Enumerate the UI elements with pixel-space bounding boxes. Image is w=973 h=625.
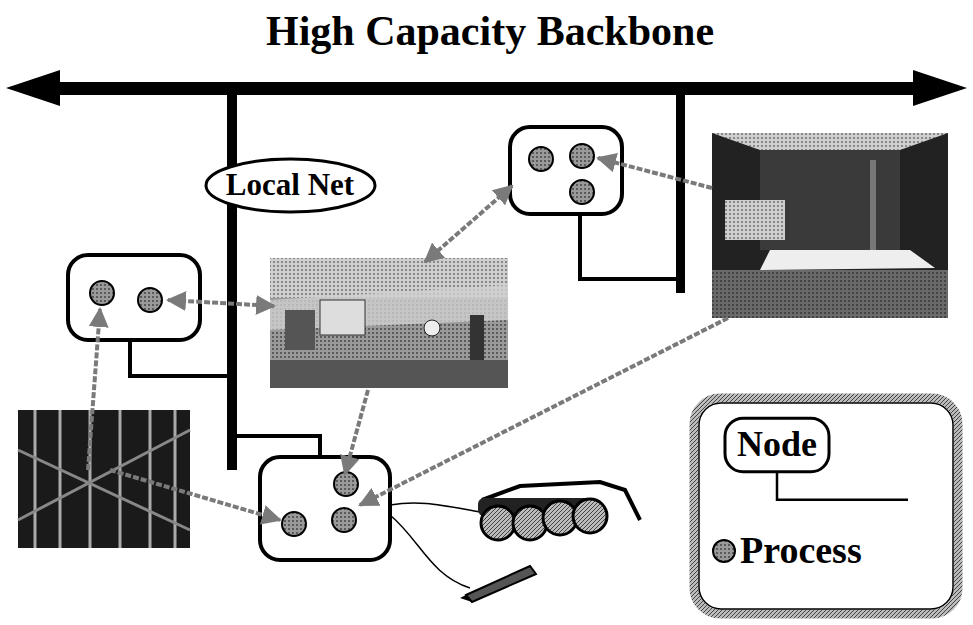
local-net-bus [676,88,685,293]
node-box [510,127,622,214]
device-wire [390,503,480,588]
flow-arrow [88,158,728,520]
legend-text: Node [737,425,817,465]
virtual-world-image [712,133,948,318]
node-sample [725,418,908,500]
title-wrap: High Capacity Backbone [266,8,714,54]
backbone-arrow [6,70,967,106]
local-net-bus [227,88,237,470]
node-wire [130,214,680,457]
node-box [68,255,200,340]
legend-frame [694,398,958,614]
virtual-world-image [270,258,508,388]
title: High Capacity Backbone [266,8,714,54]
legend-text: Process [740,530,862,572]
oval-shape [206,159,375,212]
pen-icon [460,566,536,602]
process-sample [713,540,735,562]
legend-entry: Node [737,425,817,465]
virtual-world-image [18,410,190,548]
legend-entry: Process [740,530,862,572]
net-label: Local Net [226,168,354,202]
headset-icon [478,482,640,540]
net-oval: Local Net [204,157,377,214]
node-box [260,457,390,560]
